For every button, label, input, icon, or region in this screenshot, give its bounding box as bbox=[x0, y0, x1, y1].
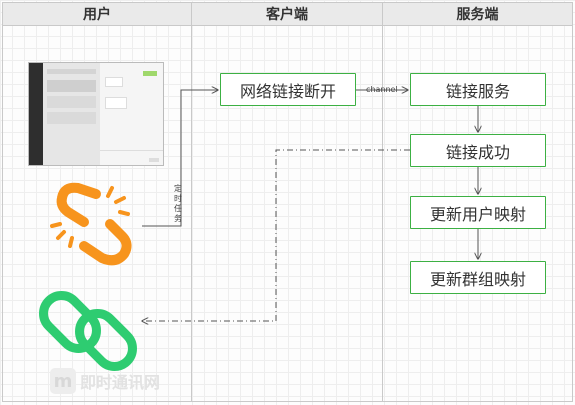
edge-timer-to-disconnect bbox=[142, 90, 218, 227]
thumbnail-contact-list bbox=[43, 63, 100, 165]
watermark-logo-icon: m bbox=[50, 368, 76, 394]
chat-app-thumbnail bbox=[28, 62, 164, 166]
watermark-text: 即时通讯网 bbox=[80, 373, 161, 392]
lane-border-left bbox=[2, 2, 3, 402]
edge-label-channel: channel bbox=[366, 85, 398, 94]
lane-header-client: 客户端 bbox=[191, 2, 383, 26]
node-update-user-map: 更新用户映射 bbox=[410, 196, 546, 229]
node-update-group-map: 更新群组映射 bbox=[410, 261, 546, 294]
edge-success-return-dashed bbox=[142, 149, 410, 321]
node-link-service: 链接服务 bbox=[410, 73, 546, 106]
node-network-disconnect: 网络链接断开 bbox=[220, 73, 356, 106]
lane-border-bottom bbox=[2, 401, 573, 402]
thumbnail-chat-pane bbox=[100, 63, 163, 165]
node-link-success: 链接成功 bbox=[410, 134, 546, 167]
lane-header-server: 服务端 bbox=[382, 2, 573, 26]
edge-label-timer-task: 定 时 任 务 bbox=[174, 184, 182, 223]
connected-chain-icon bbox=[39, 291, 137, 371]
thumbnail-sidebar bbox=[29, 63, 43, 165]
lane-border-right bbox=[572, 2, 573, 402]
broken-chain-icon bbox=[50, 182, 132, 266]
lane-border-1 bbox=[191, 2, 192, 402]
lane-border-2 bbox=[382, 2, 383, 402]
